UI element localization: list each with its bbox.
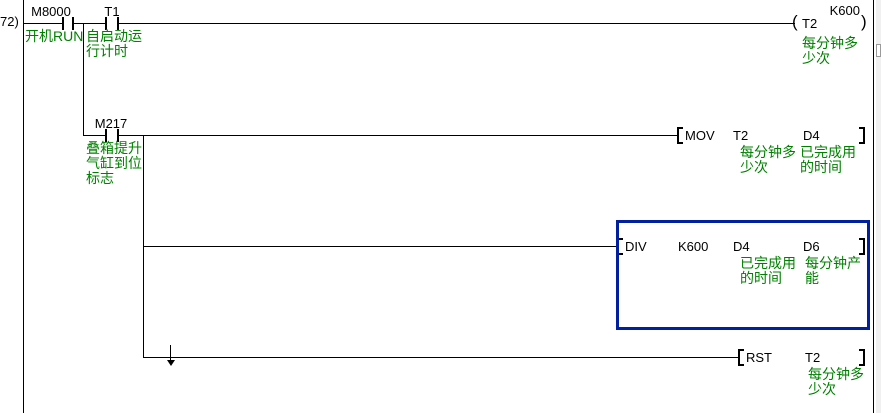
wire-h [74, 23, 105, 24]
left-power-rail [23, 0, 24, 413]
step-number: 72) [0, 14, 19, 29]
coil-preset-label: K600 [829, 3, 860, 18]
branch-wire-v [83, 23, 84, 135]
contact-device-label: M8000 [31, 4, 71, 19]
instruction-operand: T2 [805, 350, 821, 365]
instruction-operand: T2 [733, 128, 749, 143]
down-arrow-icon [167, 360, 175, 366]
contact-device-label: M217 [94, 116, 128, 131]
contact-device-label: T1 [104, 4, 120, 19]
wire-h [83, 135, 105, 136]
selection-cursor-box [616, 220, 870, 330]
instruction-close-bracket [859, 238, 865, 255]
instruction-operand: D4 [733, 239, 750, 254]
instruction-mnemonic: RST [746, 350, 772, 365]
wire-h [23, 23, 62, 24]
vertical-scrollbar[interactable] [876, 0, 881, 413]
wire-h [119, 135, 678, 136]
contact-comment: 叠箱提升 气缸到位 标志 [86, 140, 142, 186]
contact-bar [62, 17, 64, 30]
contact-comment: 自启动运 行计时 [86, 28, 142, 59]
instruction-operand: K600 [678, 239, 709, 254]
wire-h [143, 357, 738, 358]
instruction-open-bracket [738, 349, 744, 366]
instruction-mnemonic: MOV [685, 128, 715, 143]
wire-h [143, 246, 618, 247]
wire-h [119, 23, 795, 24]
instruction-mnemonic: DIV [625, 239, 647, 254]
contact-comment: 开机RUN [25, 28, 84, 44]
coil-comment: 每分钟多 少次 [802, 35, 858, 66]
contact-bar [117, 17, 119, 30]
instruction-close-bracket [859, 127, 865, 144]
operand-comment: 已完成用 的时间 [800, 144, 856, 175]
right-power-rail [873, 0, 874, 413]
instruction-open-bracket [677, 127, 683, 144]
down-arrow-stem [170, 345, 171, 361]
instruction-operand: D4 [803, 128, 820, 143]
contact-bar [72, 17, 74, 30]
instruction-operand: D6 [803, 239, 820, 254]
scrollbar-thumb[interactable] [876, 44, 881, 57]
operand-comment: 每分钟多 少次 [740, 144, 796, 175]
coil-close-paren: ) [861, 12, 867, 31]
instruction-close-bracket [859, 349, 865, 366]
operand-comment: 已完成用 的时间 [740, 255, 796, 286]
coil-open-paren: ( [792, 12, 798, 31]
contact-bar [105, 129, 107, 142]
contact-bar [117, 129, 119, 142]
operand-comment: 每分钟多 少次 [808, 366, 864, 397]
contact-bar [105, 17, 107, 30]
coil-device-label: T2 [802, 16, 818, 31]
operand-comment: 每分钟产 能 [805, 255, 861, 286]
